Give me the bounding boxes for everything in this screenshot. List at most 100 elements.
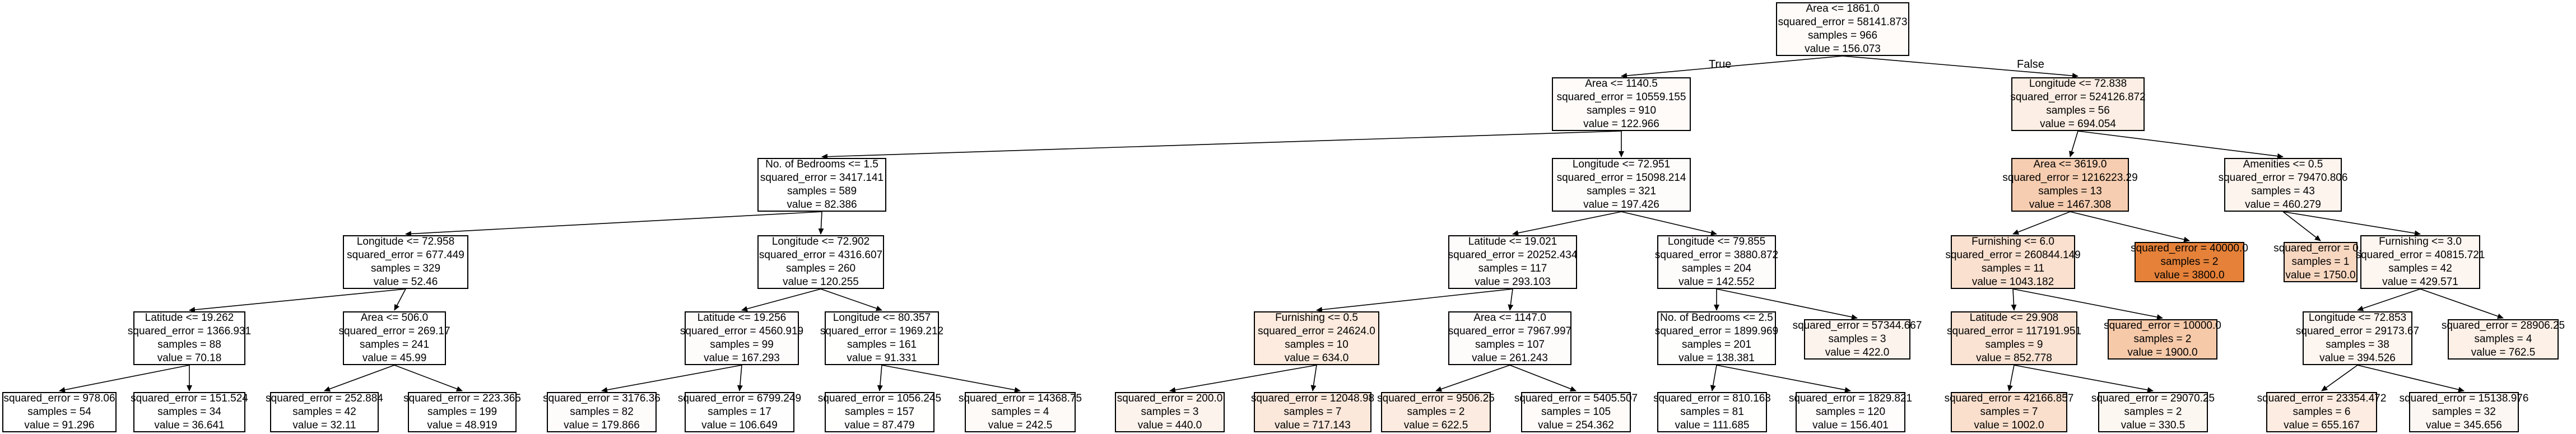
edge-n23-n41 (2007, 365, 2015, 391)
node-line: value = 3800.0 (2154, 269, 2225, 281)
node-line: value = 197.426 (1583, 199, 1659, 211)
edge-n5-n11 (2012, 211, 2071, 235)
node-line: value = 254.362 (1538, 419, 1614, 431)
node-line: value = 655.167 (2284, 419, 2360, 431)
edge-n5-n12 (2070, 211, 2190, 242)
node-line: Furnishing <= 6.0 (1971, 236, 2054, 248)
node-line: value = 91.331 (847, 352, 917, 364)
node-line: squared_error = 20252.434 (1448, 249, 1578, 261)
node-line: samples = 17 (708, 406, 771, 418)
node-line: samples = 204 (1681, 263, 1752, 274)
node-line: samples = 4 (991, 406, 1049, 418)
node-line: value = 32.11 (292, 419, 356, 431)
node-line: value = 762.5 (2471, 347, 2536, 358)
node-line: value = 440.0 (1137, 419, 1202, 431)
node-line: value = 345.656 (2426, 419, 2502, 431)
node-line: squared_error = 117191.951 (1947, 325, 2081, 337)
node-line: squared_error = 524126.872 (2010, 91, 2146, 103)
node-line: samples = 99 (710, 339, 774, 351)
node-line: value = 1043.182 (1971, 276, 2054, 288)
node-line: value = 622.5 (1403, 419, 1468, 431)
node-line: Latitude <= 19.256 (697, 312, 787, 324)
node-line: value = 82.386 (787, 199, 857, 211)
edge-n19-n35 (1169, 365, 1317, 393)
node-line: squared_error = 10559.155 (1556, 91, 1686, 103)
node-line: squared_error = 9506.25 (1377, 393, 1495, 404)
node-line: samples = 260 (785, 263, 856, 274)
node-line: value = 717.143 (1275, 419, 1351, 431)
node-line: Furnishing <= 0.5 (1275, 312, 1358, 324)
node-line: samples = 910 (1586, 105, 1657, 116)
node-line: value = 156.401 (1812, 419, 1889, 431)
node-line: samples = 10 (1285, 339, 1349, 351)
node-line: squared_error = 4316.607 (759, 249, 883, 261)
edge-n17-n32 (737, 365, 743, 391)
node-line: squared_error = 269.17 (338, 325, 450, 337)
edge-n25-n44 (2357, 365, 2465, 393)
node-line: squared_error = 223.365 (403, 393, 521, 404)
node-line: samples = 81 (1680, 406, 1744, 418)
branch-label-false: False (2017, 58, 2044, 71)
node-line: value = 91.296 (24, 419, 95, 431)
node-line: squared_error = 200.0 (1117, 393, 1223, 404)
edge-n3-n7 (405, 211, 822, 237)
edge-n18-n33 (877, 365, 883, 391)
edge-n1-n3 (821, 130, 1622, 160)
node-line: squared_error = 6799.249 (677, 393, 802, 404)
node-line: samples = 7 (1284, 406, 1342, 418)
node-line: value = 460.279 (2245, 199, 2321, 211)
node-line: Furnishing <= 3.0 (2379, 236, 2462, 248)
node-line: value = 120.255 (783, 276, 859, 288)
edge-n15-n27 (59, 365, 190, 393)
edge-n16-n30 (394, 365, 463, 392)
edge-n14-n25 (2357, 288, 2421, 311)
node-line: value = 111.685 (1675, 419, 1750, 431)
node-line: samples = 966 (1807, 30, 1878, 41)
edge-n16-n29 (324, 365, 395, 392)
node-line: Area <= 1140.5 (1585, 78, 1658, 90)
node-line: value = 70.18 (157, 352, 222, 364)
edge-n8-n18 (820, 288, 882, 311)
node-line: samples = 32 (2432, 406, 2496, 418)
node-line: squared_error = 58141.873 (1778, 16, 1908, 28)
node-line: value = 852.778 (1976, 352, 2052, 364)
edge-n7-n15 (189, 288, 406, 312)
edge-n21-n39 (1710, 365, 1717, 391)
node-line: value = 694.054 (2040, 118, 2116, 130)
node-line: value = 394.526 (2319, 352, 2396, 364)
node-line: samples = 2 (2133, 333, 2192, 345)
node-line: value = 1750.0 (2285, 269, 2356, 281)
node-line: samples = 43 (2251, 185, 2315, 197)
node-line: Longitude <= 80.357 (833, 312, 931, 324)
node-line: samples = 161 (847, 339, 917, 351)
node-line: No. of Bedrooms <= 1.5 (765, 158, 878, 170)
node-line: samples = 6 (2293, 406, 2351, 418)
edge-n0-n1 (1621, 55, 1843, 79)
edge-n11-n24 (2012, 288, 2163, 320)
node-line: Longitude <= 79.855 (1667, 236, 1766, 248)
node-line: value = 142.552 (1678, 276, 1755, 288)
edge-n10-n22 (1716, 288, 1858, 320)
node-line: squared_error = 40000.0 (2131, 242, 2248, 254)
edge-n3-n8 (818, 211, 824, 235)
node-line: squared_error = 23354.472 (2257, 393, 2387, 404)
edge-n7-n16 (394, 288, 406, 311)
node-line: samples = 42 (2388, 263, 2452, 274)
node-line: samples = 589 (787, 185, 857, 197)
